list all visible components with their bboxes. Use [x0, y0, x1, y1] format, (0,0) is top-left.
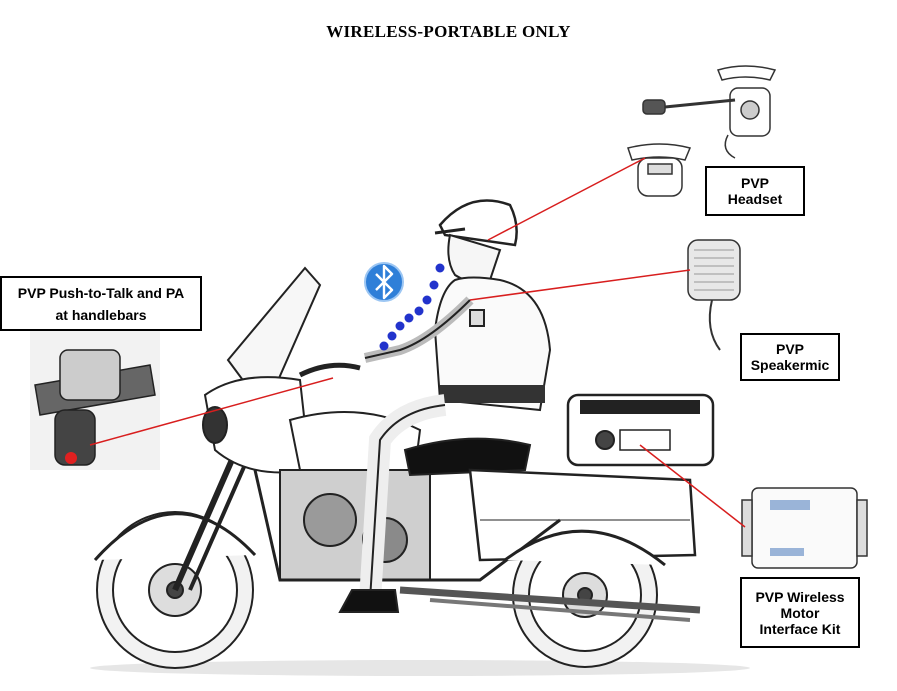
speakermic-label-line2: Speakermic	[750, 357, 830, 373]
headset-connector-line	[487, 157, 646, 241]
handlebar-connector-line	[89, 377, 334, 446]
speakermic-device-image	[687, 239, 741, 351]
bluetooth-icon	[364, 262, 404, 302]
connector-lines	[89, 157, 746, 528]
ptt-button-icon	[65, 452, 77, 464]
interface-connector-line	[639, 444, 746, 528]
headset-label: PVP Headset	[705, 166, 805, 216]
handlebar-label-line2: at handlebars	[55, 306, 147, 323]
handlebar-label-line1: PVP Push-to-Talk and PA	[17, 284, 185, 301]
interface-kit-device-image	[741, 487, 868, 569]
speakermic-label-line1: PVP	[775, 341, 804, 357]
wireless-signal-dots	[379, 263, 445, 351]
handlebar-label: PVP Push-to-Talk and PA at handlebars	[0, 276, 202, 331]
interface-kit-label: PVP Wireless Motor Interface Kit	[740, 577, 860, 648]
headset-label-line1: PVP	[740, 175, 769, 191]
interface-kit-label-line2: Motor	[780, 604, 820, 621]
headset-label-line2: Headset	[727, 191, 783, 207]
diagram-title: WIRELESS-PORTABLE ONLY	[326, 22, 571, 41]
interface-kit-label-line3: Interface Kit	[759, 620, 841, 637]
handlebar-ptt-closeup-image	[30, 330, 160, 470]
speakermic-connector-line	[469, 269, 691, 301]
headset-device-image	[627, 65, 777, 197]
interface-kit-label-line1: PVP Wireless	[755, 588, 845, 605]
speakermic-label: PVP Speakermic	[740, 333, 840, 381]
officer-illustration	[338, 199, 552, 613]
